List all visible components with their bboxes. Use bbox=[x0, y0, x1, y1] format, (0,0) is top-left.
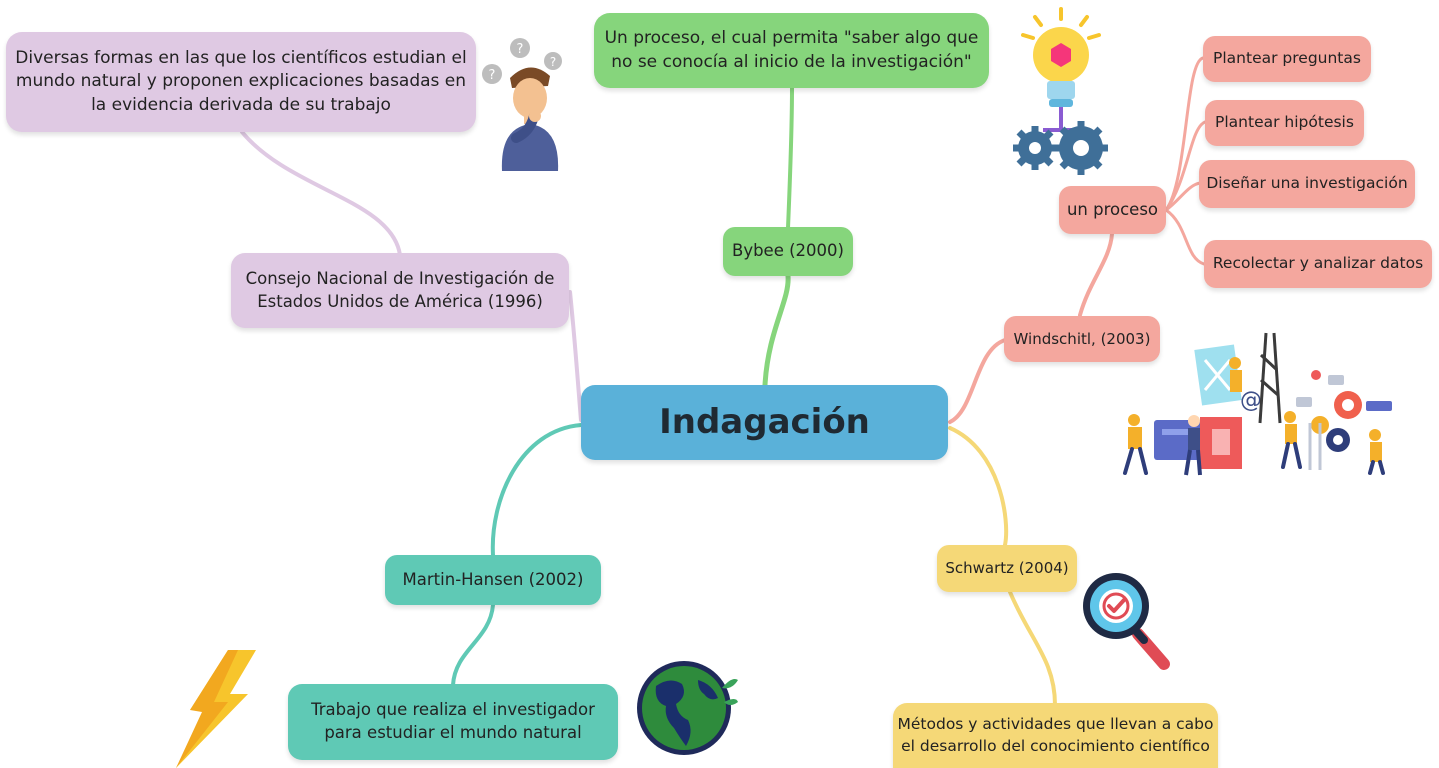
windschitl-proceso[interactable]: un proceso bbox=[1059, 186, 1166, 234]
step-disenar-investigacion[interactable]: Diseñar una investigación bbox=[1199, 160, 1415, 208]
team-working-icon: @ bbox=[1123, 332, 1392, 476]
link-proceso-step3 bbox=[1164, 181, 1202, 212]
step-recolectar-datos[interactable]: Recolectar y analizar datos bbox=[1204, 240, 1432, 288]
svg-text:@: @ bbox=[1240, 388, 1262, 413]
link-proceso-step2 bbox=[1164, 120, 1207, 212]
lightbulb-gears-icon bbox=[1013, 7, 1108, 175]
author-bybee[interactable]: Bybee (2000) bbox=[723, 227, 853, 276]
definition-martin-hansen[interactable]: Trabajo que realiza el investigador para… bbox=[288, 684, 618, 760]
author-nrc[interactable]: Consejo Nacional de Investigación de Est… bbox=[231, 253, 569, 328]
author-martin-hansen[interactable]: Martin-Hansen (2002) bbox=[385, 555, 601, 605]
lightning-bolt-icon bbox=[176, 650, 256, 768]
link-proceso-step4 bbox=[1164, 208, 1206, 266]
link-bybee-definition bbox=[786, 86, 794, 230]
magnifier-check-icon bbox=[1083, 573, 1170, 670]
link-center-schwartz bbox=[948, 426, 1009, 547]
link-schwartz-definition bbox=[1008, 590, 1057, 707]
link-center-nrc bbox=[568, 290, 583, 422]
central-topic[interactable]: Indagación bbox=[581, 385, 948, 460]
step-plantear-preguntas[interactable]: Plantear preguntas bbox=[1203, 36, 1371, 82]
earth-globe-icon bbox=[637, 661, 738, 755]
link-center-martin bbox=[490, 423, 583, 557]
link-proceso-step1 bbox=[1164, 56, 1205, 212]
svg-text:?: ? bbox=[489, 68, 496, 83]
author-schwartz[interactable]: Schwartz (2004) bbox=[937, 545, 1077, 592]
author-windschitl[interactable]: Windschitl, (2003) bbox=[1004, 316, 1160, 362]
link-center-bybee bbox=[762, 273, 791, 388]
link-center-windschitl bbox=[948, 338, 1007, 424]
link-nrc-definition bbox=[240, 130, 402, 257]
thinking-person-icon: ? ? ? bbox=[482, 38, 562, 171]
svg-text:?: ? bbox=[517, 42, 524, 57]
link-martin-definition bbox=[451, 603, 495, 687]
step-plantear-hipotesis[interactable]: Plantear hipótesis bbox=[1205, 100, 1364, 146]
definition-schwartz[interactable]: Métodos y actividades que llevan a cabo … bbox=[893, 703, 1218, 768]
link-windschitl-proceso bbox=[1078, 232, 1114, 317]
svg-text:?: ? bbox=[550, 55, 556, 69]
definition-nrc[interactable]: Diversas formas en las que los científic… bbox=[6, 32, 476, 132]
definition-bybee[interactable]: Un proceso, el cual permita "saber algo … bbox=[594, 13, 989, 88]
